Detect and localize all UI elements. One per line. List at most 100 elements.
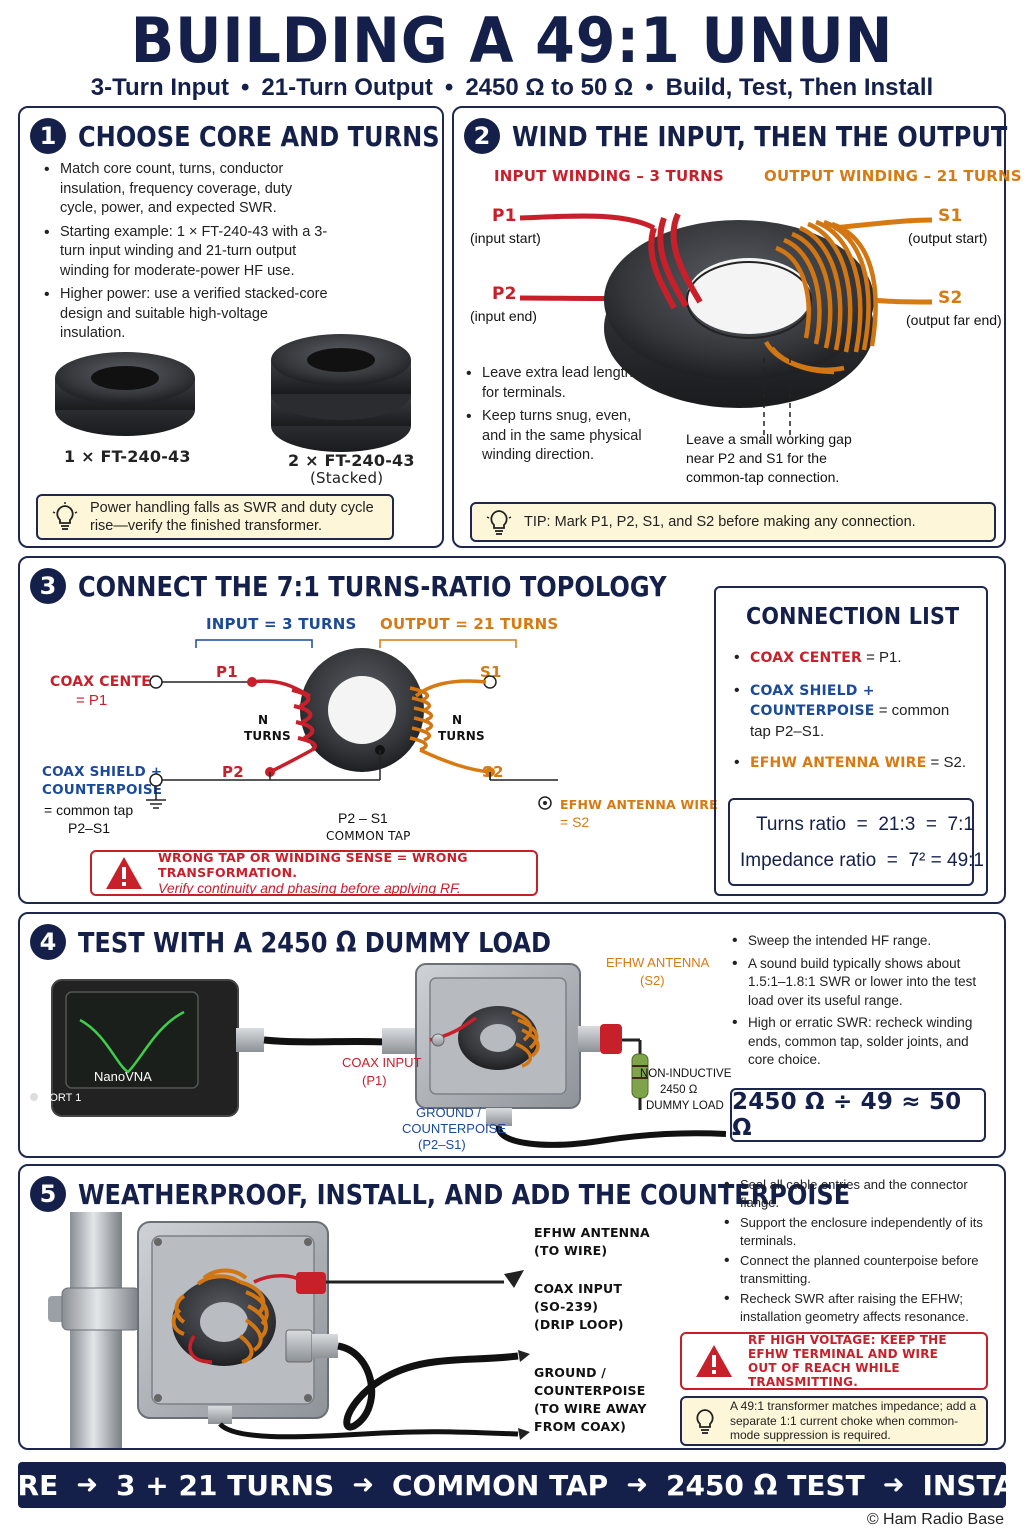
connection-item-coax-shield: COAX SHIELD + COUNTERPOISE = common tap … bbox=[732, 681, 972, 742]
install-coax-label1: COAX INPUT bbox=[534, 1281, 623, 1296]
list-item: Match core count, turns, conductor insul… bbox=[42, 160, 332, 219]
step4-heading: 4 TEST WITH A 2450 Ω DUMMY LOAD bbox=[30, 924, 628, 960]
coax-center-eq: = P1 bbox=[76, 692, 108, 709]
output-winding-heading: OUTPUT WINDING – 21 TURNS bbox=[764, 167, 1022, 185]
subtitle-separator: • bbox=[240, 74, 250, 101]
connection-key: EFHW ANTENNA WIRE bbox=[750, 755, 927, 771]
output-turns-word: TURNS bbox=[438, 729, 485, 743]
list-item: Leave extra lead length for terminals. bbox=[464, 364, 644, 403]
step5-tip: A 49:1 transformer matches impedance; ad… bbox=[680, 1396, 988, 1446]
lightbulb-icon bbox=[486, 510, 512, 535]
common-tap-word: COMMON TAP bbox=[326, 829, 411, 843]
s2-description: (output far end) bbox=[906, 312, 1002, 328]
list-item: Starting example: 1 × FT-240-43 with a 3… bbox=[42, 223, 332, 282]
step1-number-badge: 1 bbox=[30, 118, 66, 154]
step3-heading: 3 CONNECT THE 7:1 TURNS-RATIO TOPOLOGY bbox=[30, 568, 762, 604]
lightbulb-icon bbox=[52, 502, 78, 530]
subtitle-input: 3-Turn Input bbox=[90, 74, 229, 101]
schematic-p2: P2 bbox=[222, 763, 244, 781]
step3-warning-line2: Verify continuity and phasing before app… bbox=[158, 880, 461, 896]
subtitle-process: Build, Test, Then Install bbox=[665, 74, 934, 101]
list-item: Higher power: use a verified stacked-cor… bbox=[42, 285, 332, 344]
connection-key: COAX CENTER bbox=[750, 650, 862, 666]
antenna-terminal-icon bbox=[538, 796, 552, 810]
dummy-load-line2: 2450 Ω bbox=[660, 1084, 698, 1096]
step4-title: TEST WITH A 2450 Ω DUMMY LOAD bbox=[78, 925, 552, 959]
page-title: BUILDING A 49:1 UNUN bbox=[130, 4, 894, 77]
step5-number-badge: 5 bbox=[30, 1176, 66, 1212]
list-item: Seal all cable entries and the connector… bbox=[722, 1176, 992, 1212]
impedance-equation: 2450 Ω ÷ 49 ≈ 50 Ω bbox=[732, 1089, 962, 1141]
step3-number-badge: 3 bbox=[30, 568, 66, 604]
step2-bullets: Leave extra lead length for terminals. K… bbox=[464, 364, 644, 470]
step5-warning-text: RF HIGH VOLTAGE: KEEP THE EFHW TERMINAL … bbox=[748, 1333, 974, 1389]
impedance-equation-box: 2450 Ω ÷ 49 ≈ 50 Ω bbox=[730, 1088, 986, 1142]
step5-warning: RF HIGH VOLTAGE: KEEP THE EFHW TERMINAL … bbox=[680, 1332, 988, 1390]
ground-label: GROUND / bbox=[416, 1105, 481, 1120]
p2-label: P2 bbox=[492, 284, 517, 304]
warning-icon bbox=[696, 1345, 732, 1377]
turns-ratio: Turns ratio = 21:3 = 7:1 bbox=[756, 814, 974, 835]
arrow-right-icon: ➜ bbox=[352, 1470, 374, 1500]
lightbulb-icon bbox=[696, 1409, 714, 1434]
s2-label: S2 bbox=[938, 288, 963, 308]
output-turns-label: OUTPUT = 21 TURNS bbox=[380, 615, 559, 633]
stacked-core-illustration bbox=[271, 334, 411, 452]
warning-icon bbox=[106, 857, 142, 889]
footer-step-install: INSTALL bbox=[922, 1468, 1024, 1502]
step1-heading: 1 CHOOSE CORE AND TURNS bbox=[30, 118, 499, 154]
efhw-wire-eq: = S2 bbox=[560, 814, 590, 830]
list-item: High or erratic SWR: recheck winding end… bbox=[730, 1014, 990, 1070]
connection-list-title: CONNECTION LIST bbox=[746, 604, 960, 630]
step2-heading: 2 WIND THE INPUT, THEN THE OUTPUT bbox=[464, 118, 1024, 154]
input-winding-heading: INPUT WINDING – 3 TURNS bbox=[494, 167, 724, 185]
footer-step-core: CORE bbox=[0, 1468, 59, 1502]
coax-shield-label: COAX SHIELD + bbox=[42, 764, 163, 780]
single-core-illustration bbox=[55, 352, 195, 436]
step2-tip-text: TIP: Mark P1, P2, S1, and S2 before maki… bbox=[524, 514, 916, 530]
ratio-box: Turns ratio = 21:3 = 7:1 Impedance ratio… bbox=[728, 798, 984, 886]
list-item: Recheck SWR after raising the EFHW; inst… bbox=[722, 1290, 992, 1326]
install-efhw-label1: EFHW ANTENNA bbox=[534, 1225, 650, 1240]
subtitle-separator: • bbox=[645, 74, 654, 101]
step5-warning-line3: OUT OF REACH WHILE TRANSMITTING. bbox=[748, 1361, 900, 1389]
nanovna-port: PORT 1 bbox=[30, 1090, 81, 1107]
p1-description: (input start) bbox=[470, 230, 541, 246]
step2-tip: TIP: Mark P1, P2, S1, and S2 before maki… bbox=[470, 502, 996, 542]
coax-center-label: COAX CENTER bbox=[50, 674, 162, 690]
gap-note: Leave a small working gap near P2 and S1… bbox=[686, 431, 852, 485]
input-n-label: N bbox=[258, 713, 269, 727]
schematic-s1: S1 bbox=[480, 663, 502, 681]
connection-key: COAX SHIELD + COUNTERPOISE bbox=[750, 682, 875, 720]
step3-warning-text: WRONG TAP OR WINDING SENSE = WRONG TRANS… bbox=[158, 850, 524, 896]
subtitle-separator: • bbox=[444, 74, 454, 101]
connection-value: = P1. bbox=[861, 649, 902, 666]
connection-item-efhw: EFHW ANTENNA WIRE = S2. bbox=[732, 753, 972, 774]
step5-warning-line2: EFHW TERMINAL AND WIRE bbox=[748, 1347, 939, 1361]
connection-value: = S2. bbox=[926, 754, 966, 771]
step1-title: CHOOSE CORE AND TURNS bbox=[78, 119, 440, 153]
efhw-wire-label: EFHW ANTENNA WIRE bbox=[560, 797, 718, 812]
step5-bullets: Seal all cable entries and the connector… bbox=[722, 1176, 992, 1330]
schematic-diagram bbox=[146, 639, 558, 809]
impedance-ratio: Impedance ratio = 7² = 49:1 bbox=[740, 850, 984, 871]
step2-title: WIND THE INPUT, THEN THE OUTPUT bbox=[512, 119, 1008, 153]
arrow-right-icon: ➜ bbox=[882, 1470, 905, 1500]
step5-warning-line1: RF HIGH VOLTAGE: KEEP THE bbox=[748, 1333, 947, 1347]
dummy-load-line3: DUMMY LOAD bbox=[646, 1100, 724, 1112]
step5-tip-text: A 49:1 transformer matches impedance; ad… bbox=[730, 1399, 977, 1443]
install-coax-label2: (SO-239) bbox=[534, 1299, 599, 1314]
step4-bullets: Sweep the intended HF range. A sound bui… bbox=[730, 932, 990, 1074]
step3-panel: 3 CONNECT THE 7:1 TURNS-RATIO TOPOLOGY I… bbox=[18, 556, 1006, 904]
s1-description: (output start) bbox=[908, 230, 988, 246]
install-efhw-label2: (TO WIRE) bbox=[534, 1243, 608, 1258]
step3-title: CONNECT THE 7:1 TURNS-RATIO TOPOLOGY bbox=[78, 569, 667, 603]
step3-warning-line1: WRONG TAP OR WINDING SENSE = WRONG TRANS… bbox=[158, 850, 468, 880]
ground-label-2: COUNTERPOISE bbox=[402, 1121, 507, 1136]
step3-warning: WRONG TAP OR WINDING SENSE = WRONG TRANS… bbox=[90, 850, 538, 896]
step1-panel: 1 CHOOSE CORE AND TURNS Match core count… bbox=[18, 106, 444, 548]
stacked-core-sublabel: (Stacked) bbox=[310, 469, 384, 487]
arrow-right-icon: ➜ bbox=[626, 1470, 648, 1500]
single-core-label: 1 × FT-240-43 bbox=[64, 447, 191, 466]
footer-step-common-tap: COMMON TAP bbox=[392, 1468, 609, 1502]
